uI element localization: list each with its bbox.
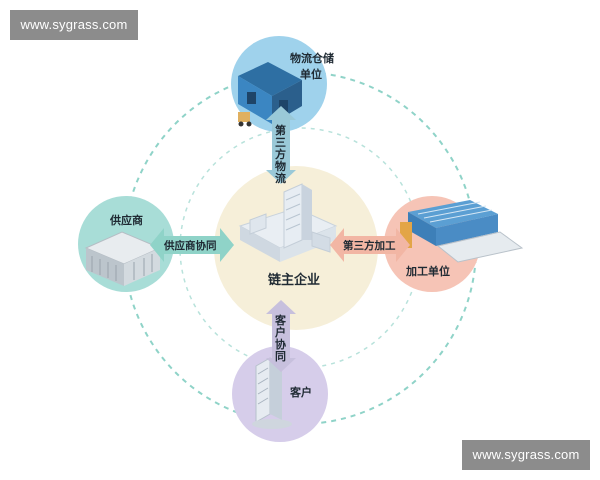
center-node-label: 链主企业 [267,272,320,288]
factory-icon [84,231,162,286]
top-link-char-2: 三 [275,136,286,149]
bottom-link-char-3: 协 [275,337,286,351]
watermark-top: www.sygrass.com [10,10,138,40]
left-link-arrow [150,228,234,262]
bottom-link-char-2: 户 [275,325,286,339]
top-link-char-3: 方 [275,147,286,161]
bottom-link-char-4: 同 [275,350,286,363]
left-link-label: 供应商协同 [163,239,217,252]
bottom-link-char-1: 客 [274,313,287,327]
processing-machine-icon [400,200,524,263]
logistics-node-label-line2: 单位 [300,67,322,81]
processing-node-label: 加工单位 [405,264,450,278]
top-link-char-1: 第 [275,123,286,137]
logistics-node-label-line1: 物流仓储 [290,51,334,65]
watermark-bottom: www.sygrass.com [462,440,590,470]
right-link-arrow [330,228,410,262]
supplier-node-label: 供应商 [109,213,143,227]
bottom-link-arrow [266,300,296,372]
right-link-label: 第三方加工 [343,239,396,252]
chain-enterprise-building-icon [238,183,338,262]
top-link-char-4: 物 [275,159,286,173]
customer-node-label: 客户 [289,385,312,399]
customer-building-icon [252,357,292,429]
top-link-char-5: 流 [275,171,286,185]
top-link-arrow [266,106,296,184]
